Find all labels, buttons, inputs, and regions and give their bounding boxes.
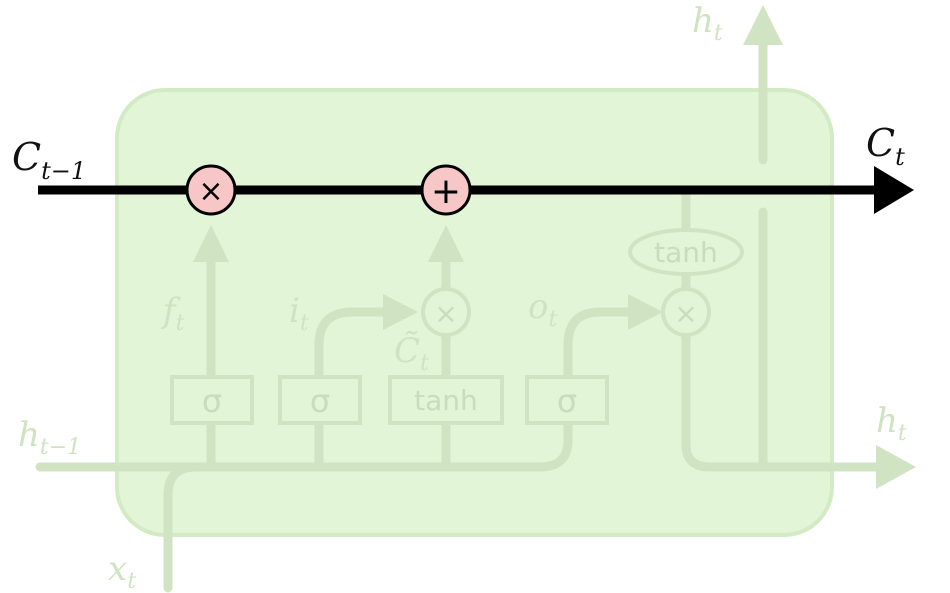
cell-add-label: + (431, 171, 461, 212)
candidate-label: C̃t (394, 331, 429, 376)
candidate-tanh-label: tanh (414, 384, 478, 417)
h-top-label: ht (692, 1, 723, 46)
h-prev-line (35, 415, 573, 472)
candidate-arrowhead (428, 225, 464, 262)
input-label: it (289, 291, 309, 336)
output-multiply-label: × (674, 297, 697, 330)
cell-add-circle (420, 164, 472, 216)
forget-sigma-label: σ (202, 382, 222, 420)
x-input-line (163, 462, 201, 593)
h-top-arrowhead (743, 5, 783, 45)
faded-arrowheads (193, 5, 916, 489)
h-right-arrowhead (876, 445, 916, 489)
forget-sigma-box (170, 375, 254, 425)
input-gate-line (314, 307, 400, 472)
input-multiply-circle (421, 287, 471, 337)
candidate-tanh-box (388, 375, 504, 425)
c-prev-label: Ct−1 (12, 135, 86, 185)
output-label: ot (528, 287, 557, 332)
input-sigma-label: σ (310, 382, 330, 420)
output-sigma-box (525, 375, 609, 425)
output-h-line (681, 330, 885, 472)
cell-tanh-label: tanh (654, 236, 718, 269)
forget-multiply-label: × (198, 174, 223, 209)
input-sigma-box (278, 375, 362, 425)
gate-boxes (170, 228, 744, 425)
cell-tanh-ellipse (628, 228, 744, 276)
input-arrowhead (383, 294, 418, 330)
cell-state-arrowhead (874, 166, 914, 214)
output-multiply-circle (661, 287, 711, 337)
output-gate-line (563, 307, 645, 385)
output-arrowhead (628, 294, 663, 330)
faded-internal-lines (35, 40, 885, 593)
forget-arrowhead (193, 225, 229, 262)
h-prev-label: ht−1 (18, 415, 81, 460)
output-sigma-label: σ (557, 382, 577, 420)
x-input-label: xt (108, 549, 136, 593)
forget-multiply-circle (185, 164, 237, 216)
c-next-label: Ct (866, 121, 905, 171)
h-right-label: ht (876, 401, 907, 446)
input-multiply-label: × (434, 297, 457, 330)
